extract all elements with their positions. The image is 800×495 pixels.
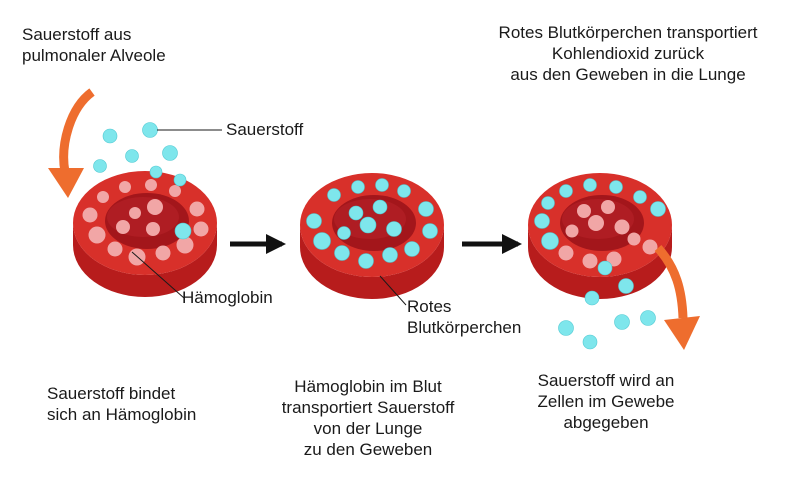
oxygen-molecule: [397, 184, 411, 198]
hemoglobin-molecule: [119, 181, 131, 193]
hemoglobin-molecule: [155, 245, 171, 261]
hemoglobin-molecule: [147, 199, 163, 215]
oxygen-molecule: [404, 241, 420, 257]
hemoglobin-leader-line: [131, 251, 185, 299]
oxygen-molecule: [541, 196, 555, 210]
oxygen-molecule: [372, 199, 388, 215]
oxygen-molecule: [422, 223, 438, 239]
oxygen-label: Sauerstoff: [226, 120, 304, 139]
hemoglobin-molecule: [145, 179, 157, 191]
oxygen-molecule: [125, 149, 139, 163]
hemoglobin-molecule: [642, 239, 658, 255]
hemoglobin-molecule: [588, 215, 604, 231]
hemoglobin-molecule: [189, 201, 205, 217]
oxygen-molecule: [337, 226, 351, 240]
hemoglobin-label: Hämoglobin: [182, 288, 273, 307]
curved-arrow-down-icon-head: [48, 168, 84, 198]
oxygen-molecule: [327, 188, 341, 202]
oxygen-molecule: [358, 253, 374, 269]
oxygen-molecule: [640, 310, 656, 326]
oxygen-molecule: [149, 165, 163, 179]
oxygen-molecule: [650, 201, 666, 217]
oxygen-molecule: [558, 320, 574, 336]
hemoglobin-molecule: [116, 220, 130, 234]
oxygen-molecule: [609, 180, 623, 194]
red-blood-cell-leader-line: [379, 275, 407, 306]
hemoglobin-molecule: [88, 226, 106, 244]
oxygen-molecule: [382, 247, 398, 263]
curved-arrow-down-icon-head: [664, 316, 700, 350]
oxygen-molecule: [386, 221, 402, 237]
hemoglobin-molecule: [193, 221, 209, 237]
oxygen-molecule: [559, 184, 573, 198]
hemoglobin-molecule: [82, 207, 98, 223]
red-blood-cell-1: [73, 171, 217, 297]
hemoglobin-molecule: [146, 222, 160, 236]
oxygen-molecule: [348, 205, 364, 221]
oxygen-molecule: [174, 222, 192, 240]
oxygen-molecule: [541, 232, 559, 250]
oxygen-molecule: [359, 216, 377, 234]
oxygen-molecule: [618, 278, 634, 294]
co2-transport-label: Rotes Blutkörperchen transportiert Kohle…: [498, 23, 758, 84]
hemoglobin-molecule: [169, 185, 181, 197]
hemoglobin-molecule: [129, 207, 141, 219]
oxygen-molecule: [313, 232, 331, 250]
oxygen-molecule: [102, 128, 118, 144]
hemoglobin-molecule: [176, 236, 194, 254]
hemoglobin-molecule: [582, 253, 598, 269]
oxygen-molecule: [375, 178, 389, 192]
step-transport-caption: Hämoglobin im Blut transportiert Sauerst…: [281, 377, 455, 459]
hemoglobin-molecule: [577, 204, 591, 218]
cell-side: [300, 225, 444, 299]
oxygen-molecule: [93, 159, 107, 173]
hemoglobin-molecule: [565, 224, 579, 238]
oxygen-molecule: [582, 334, 598, 350]
curved-arrow-down-icon: [59, 88, 95, 173]
oxygen-molecule: [334, 245, 350, 261]
oxygen-molecule: [633, 190, 647, 204]
hemoglobin-molecule: [107, 241, 123, 257]
oxygen-molecule: [142, 122, 158, 138]
hemoglobin-molecule: [627, 232, 641, 246]
hemoglobin-molecule: [558, 245, 574, 261]
oxygen-molecule: [583, 178, 597, 192]
cell-side: [528, 225, 672, 299]
hemoglobin-molecule: [606, 251, 622, 267]
step-bind-caption: Sauerstoff bindet sich an Hämoglobin: [47, 384, 197, 424]
oxygen-source-label: Sauerstoff aus pulmonaler Alveole: [22, 25, 166, 65]
hemoglobin-molecule: [614, 219, 630, 235]
oxygen-molecule: [614, 314, 630, 330]
oxygen-molecule: [306, 213, 322, 229]
oxygen-molecule: [597, 260, 613, 276]
oxygen-molecule: [534, 213, 550, 229]
step-release-caption: Sauerstoff wird an Zellen im Gewebe abge…: [537, 371, 675, 432]
cell-side: [73, 223, 217, 297]
red-blood-cell-3: [528, 173, 672, 299]
oxygen-molecule: [418, 201, 434, 217]
oxygen-molecule: [162, 145, 178, 161]
red-blood-cell-2: [300, 173, 444, 299]
hemoglobin-molecule: [601, 200, 615, 214]
oxygen-molecule: [173, 173, 187, 187]
curved-arrow-down-icon: [654, 244, 688, 319]
oxygen-molecule: [584, 290, 600, 306]
red-blood-cell-label: Rotes Blutkörperchen: [407, 297, 522, 337]
oxygen-molecule: [351, 180, 365, 194]
hemoglobin-molecule: [97, 191, 109, 203]
